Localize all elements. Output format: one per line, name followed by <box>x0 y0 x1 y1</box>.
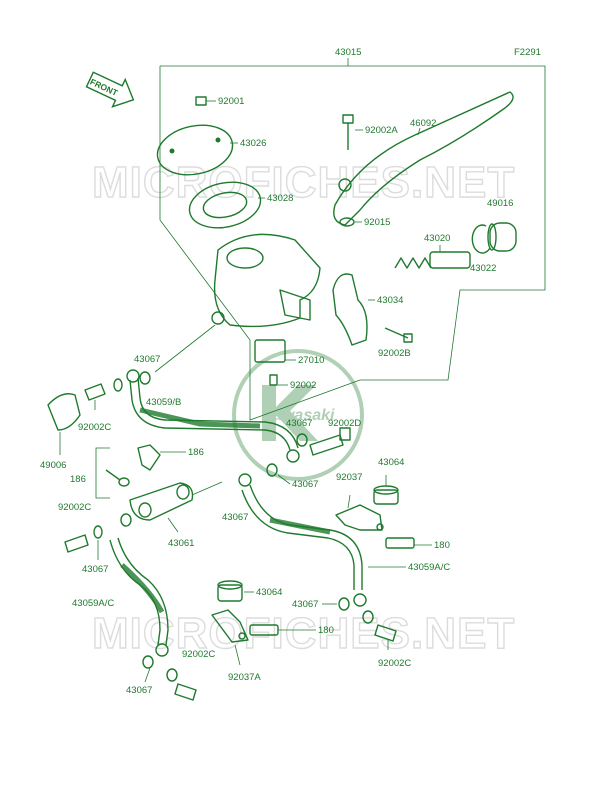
label-92001: 92001 <box>218 96 244 107</box>
leader-body <box>154 324 216 373</box>
grommet-43064-b <box>217 580 254 602</box>
screw-92001 <box>195 96 216 106</box>
label-180-b: 180 <box>318 625 334 636</box>
piston-spring-43020 <box>394 245 471 269</box>
leader-joint <box>191 481 223 496</box>
brake-switch-27010 <box>254 339 296 363</box>
circlip-43022 <box>471 224 491 254</box>
bracket-43034 <box>332 273 375 346</box>
label-186-b: 186 <box>70 474 86 485</box>
label-43020: 43020 <box>424 233 450 244</box>
label-92002A: 92002A <box>365 125 398 136</box>
bracket-92037A <box>211 609 249 666</box>
joint-43061 <box>129 482 194 533</box>
label-92002C-c: 92002C <box>182 649 215 660</box>
label-43028: 43028 <box>267 193 293 204</box>
washer-43067-c <box>266 463 278 477</box>
banjo-bolt-92002D <box>296 427 351 456</box>
label-43064-a: 43064 <box>378 457 404 468</box>
diaphragm-43028 <box>188 181 265 229</box>
label-49006: 49006 <box>40 460 66 471</box>
clamp-186-a <box>137 444 186 471</box>
hose-43059AC-left <box>109 537 169 657</box>
label-43059AC-b: 43059A/C <box>408 562 450 573</box>
label-43067-c: 43067 <box>292 479 318 490</box>
label-43064-b: 43064 <box>256 587 282 598</box>
hose-43059B <box>126 369 300 463</box>
label-49016: 49016 <box>487 198 513 209</box>
clamp-186-b <box>95 447 130 499</box>
label-43061: 43061 <box>168 538 194 549</box>
nut-92015 <box>339 217 362 227</box>
leader-43067-g <box>144 667 151 683</box>
label-27010: 27010 <box>298 355 324 366</box>
label-43059AC-a: 43059A/C <box>72 598 114 609</box>
watermark-bottom: MICROFICHES.NET <box>92 609 515 658</box>
master-cylinder-body <box>211 233 321 328</box>
watermark-top: MICROFICHES.NET <box>92 158 515 207</box>
label-43067-f: 43067 <box>292 599 318 610</box>
boot-49016 <box>487 222 517 252</box>
label-46092: 46092 <box>410 118 436 129</box>
label-92037A: 92037A <box>228 672 261 683</box>
figure-code: F2291 <box>514 47 541 58</box>
bracket-92037 <box>335 494 384 531</box>
label-43067-a: 43067 <box>134 354 160 365</box>
clamp-180-a <box>385 537 432 549</box>
hose-43059AC-right <box>238 473 367 607</box>
label-186-a: 186 <box>188 447 204 458</box>
label-92002D: 92002D <box>328 418 361 429</box>
label-43022: 43022 <box>470 263 496 274</box>
label-92002B: 92002B <box>378 348 411 359</box>
label-180-a: 180 <box>434 540 450 551</box>
assembly-boundary <box>159 65 546 421</box>
label-43015: 43015 <box>335 47 361 58</box>
label-43067-d: 43067 <box>82 564 108 575</box>
label-92037: 92037 <box>336 472 362 483</box>
label-92015: 92015 <box>364 217 390 228</box>
label-92002C-b: 92002C <box>58 502 91 513</box>
label-43034: 43034 <box>377 295 403 306</box>
label-92002C-d: 92002C <box>378 658 411 669</box>
pivot-bolt-92002A <box>342 114 363 150</box>
brake-lever-46092 <box>333 91 514 226</box>
label-43067-e: 43067 <box>222 512 248 523</box>
banjo-bolt-92002C-d <box>338 597 397 650</box>
label-43067-b: 43067 <box>286 418 312 429</box>
grommet-43064-a <box>373 475 399 505</box>
label-92002C-a: 92002C <box>78 422 111 433</box>
reservoir-cap-43026 <box>156 124 238 176</box>
kawasaki-logo-text: Kawasaki <box>262 407 335 424</box>
label-43026: 43026 <box>240 138 266 149</box>
clamp-180-b <box>249 624 316 636</box>
screw-92002 <box>269 374 288 386</box>
label-92002: 92002 <box>290 380 316 391</box>
screw-92002B <box>384 327 413 343</box>
banjo-bolt-92002C-c <box>142 655 197 701</box>
label-43067-g: 43067 <box>126 685 152 696</box>
boot-49006 <box>47 393 81 455</box>
leader-43067-c <box>277 474 291 485</box>
banjo-bolt-92002C-a <box>84 371 151 410</box>
label-43059B: 43059/B <box>146 397 181 408</box>
kawasaki-logo: Kawasaki <box>232 349 364 481</box>
banjo-bolt-92002C-b <box>64 513 132 553</box>
front-arrow-icon: FRONT <box>85 71 135 108</box>
